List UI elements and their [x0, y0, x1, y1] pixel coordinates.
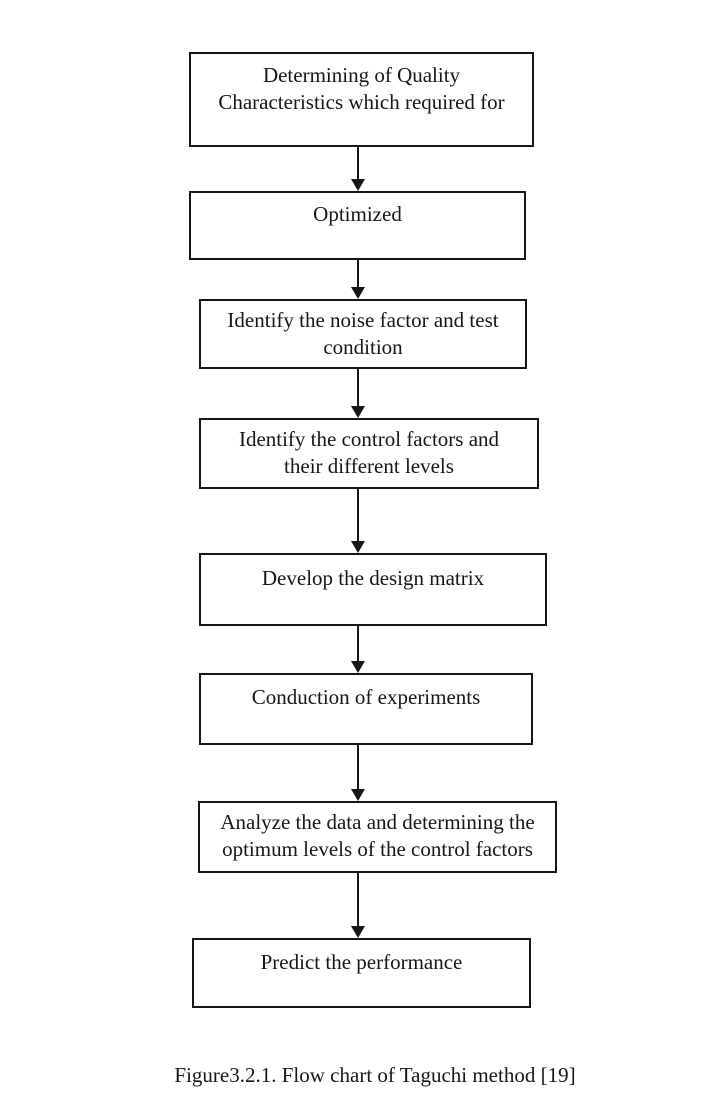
flow-step-control-factors: Identify the control factors and their d… — [199, 418, 539, 489]
flow-step-noise-factor: Identify the noise factor and test condi… — [199, 299, 527, 369]
flow-step-quality-characteristics: Determining of Quality Characteristics w… — [189, 52, 534, 147]
flow-step-conduct-experiments: Conduction of experiments — [199, 673, 533, 745]
flow-step-optimized: Optimized — [189, 191, 526, 260]
flow-step-predict-performance: Predict the performance — [192, 938, 531, 1008]
flow-arrow-2 — [351, 260, 365, 299]
flow-arrow-4 — [351, 489, 365, 553]
flow-arrow-3 — [351, 369, 365, 418]
figure-caption: Figure3.2.1. Flow chart of Taguchi metho… — [174, 1063, 576, 1087]
flow-step-analyze-data: Analyze the data and determining the opt… — [198, 801, 557, 873]
flow-arrow-7 — [351, 873, 365, 938]
flow-arrow-1 — [351, 147, 365, 191]
flow-arrow-6 — [351, 745, 365, 801]
flow-step-design-matrix: Develop the design matrix — [199, 553, 547, 626]
flow-arrow-5 — [351, 626, 365, 673]
